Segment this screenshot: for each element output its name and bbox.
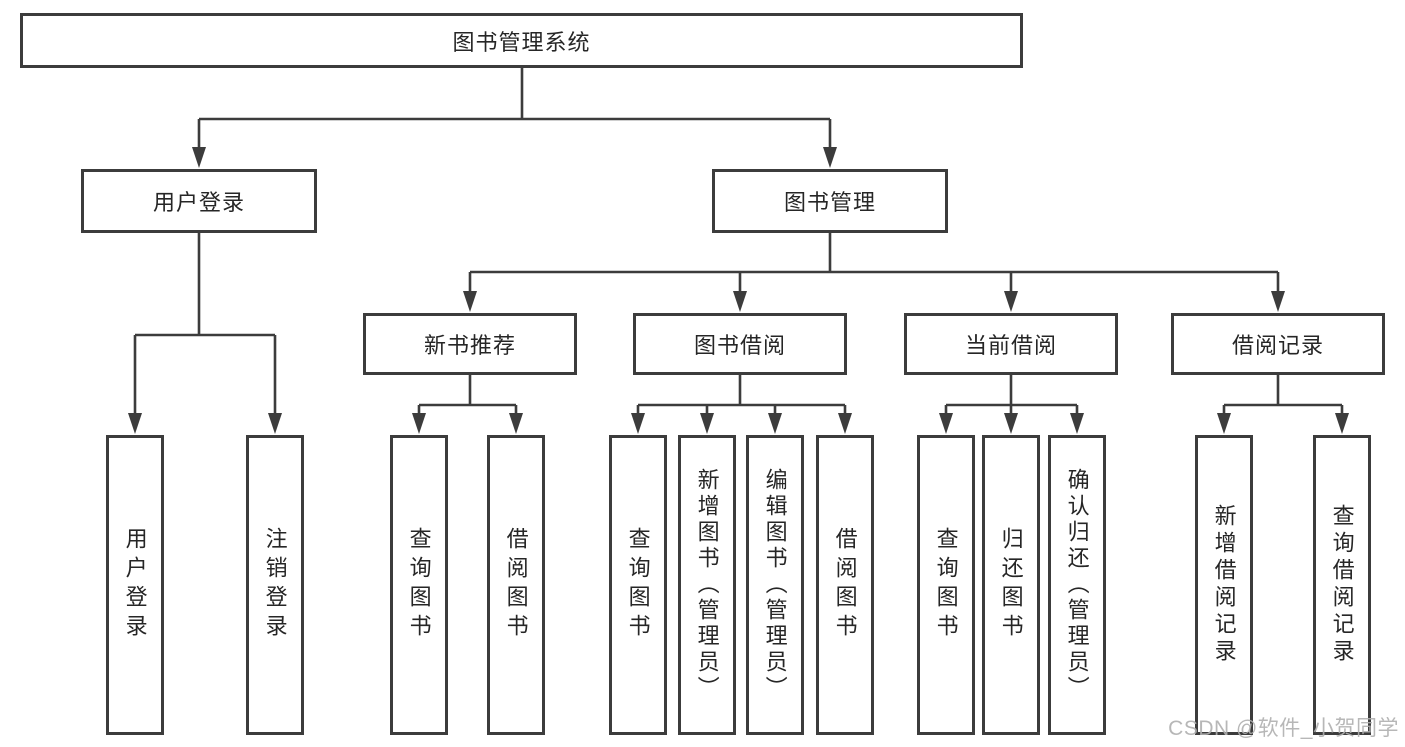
leaf-borrow-edit-book: 编辑图书（管理员）: [746, 435, 804, 735]
node-borrow-record-label: 借阅记录: [1231, 333, 1324, 358]
leaf-borrow-query-book: 查询图书: [609, 435, 667, 735]
leaf-current-query-book: 查询图书: [917, 435, 975, 735]
leaf-logout: 注销登录: [246, 435, 304, 735]
leaf-recommend-query-book-label: 查询图书: [406, 527, 432, 643]
node-book-management: 图书管理: [712, 169, 948, 233]
leaf-borrow-borrow-book-label: 借阅图书: [832, 527, 858, 643]
leaf-record-query-label: 查询借阅记录: [1329, 504, 1355, 666]
leaf-borrow-borrow-book: 借阅图书: [816, 435, 874, 735]
leaf-record-query: 查询借阅记录: [1313, 435, 1371, 735]
leaf-record-add: 新增借阅记录: [1195, 435, 1253, 735]
leaf-user-login: 用户登录: [106, 435, 164, 735]
leaf-borrow-add-book: 新增图书（管理员）: [678, 435, 736, 735]
leaf-recommend-borrow-book: 借阅图书: [487, 435, 545, 735]
node-user-login-label: 用户登录: [152, 190, 245, 215]
leaf-recommend-borrow-book-label: 借阅图书: [503, 527, 529, 643]
node-current-borrow-label: 当前借阅: [964, 333, 1057, 358]
leaf-user-login-label: 用户登录: [122, 527, 148, 643]
leaf-logout-label: 注销登录: [262, 527, 288, 643]
node-new-book-recommend: 新书推荐: [363, 313, 577, 375]
leaf-current-query-book-label: 查询图书: [933, 527, 959, 643]
node-book-borrow: 图书借阅: [633, 313, 847, 375]
leaf-current-return-book: 归还图书: [982, 435, 1040, 735]
leaf-record-add-label: 新增借阅记录: [1211, 504, 1237, 666]
leaf-current-confirm-return-label: 确认归还（管理员）: [1064, 468, 1090, 702]
leaf-current-return-book-label: 归还图书: [998, 527, 1024, 643]
node-new-book-recommend-label: 新书推荐: [423, 333, 516, 358]
node-root-label: 图书管理系统: [452, 29, 591, 55]
leaf-borrow-add-book-label: 新增图书（管理员）: [694, 468, 720, 702]
node-borrow-record: 借阅记录: [1171, 313, 1385, 375]
watermark: CSDN @软件_小贺同学: [1168, 717, 1399, 740]
leaf-current-confirm-return: 确认归还（管理员）: [1048, 435, 1106, 735]
node-user-login: 用户登录: [81, 169, 317, 233]
leaf-recommend-query-book: 查询图书: [390, 435, 448, 735]
node-book-management-label: 图书管理: [783, 190, 876, 215]
leaf-borrow-edit-book-label: 编辑图书（管理员）: [762, 468, 788, 702]
node-current-borrow: 当前借阅: [904, 313, 1118, 375]
leaf-borrow-query-book-label: 查询图书: [625, 527, 651, 643]
node-root: 图书管理系统: [20, 13, 1023, 68]
node-book-borrow-label: 图书借阅: [693, 333, 786, 358]
